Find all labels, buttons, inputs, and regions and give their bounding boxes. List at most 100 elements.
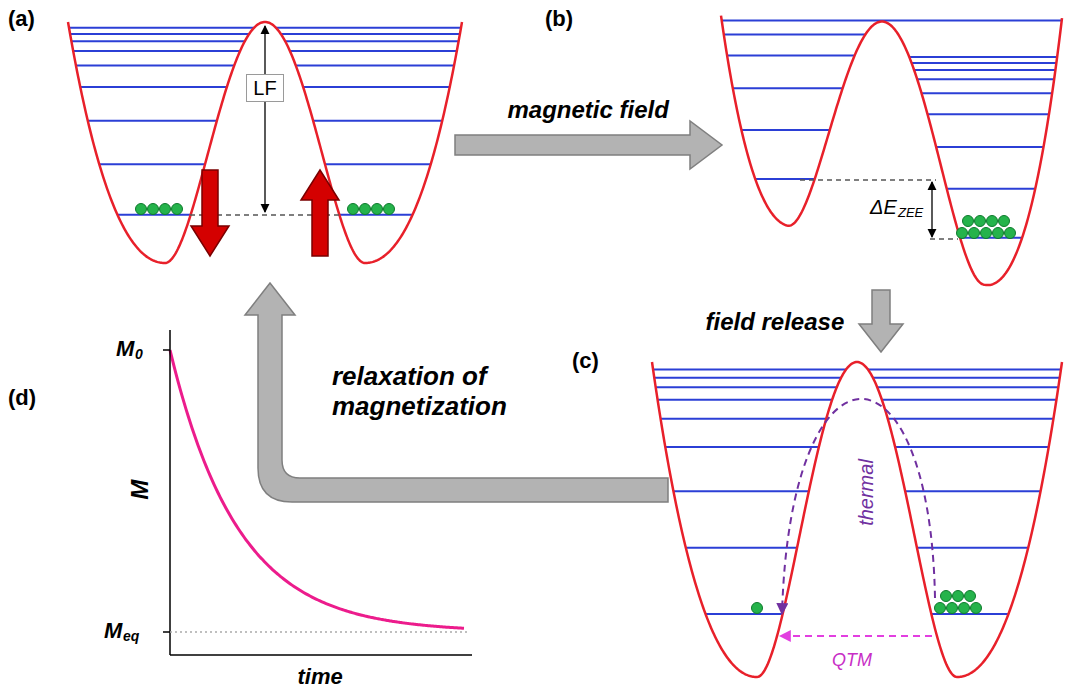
panel-label: (a) (8, 6, 35, 31)
panel-label: (c) (572, 348, 599, 373)
path-label: QTM (832, 650, 872, 671)
energy-level (728, 55, 854, 57)
spin-dot (953, 591, 964, 602)
energy-level (722, 20, 1061, 22)
energy-level (76, 64, 234, 66)
zeeman-arrow (931, 182, 932, 237)
energy-level (878, 386, 1058, 388)
spin-dot (372, 204, 383, 215)
energy-level (314, 120, 442, 122)
barrier-label-box: LF (246, 74, 283, 102)
spin-dot (360, 204, 371, 215)
energy-level (896, 446, 1048, 448)
spin-dot (969, 228, 980, 239)
axis-tick (163, 631, 170, 633)
energy-level (733, 87, 842, 89)
process-label: relaxation of magnetization (332, 362, 594, 422)
energy-level (72, 40, 244, 42)
energy-level (276, 27, 460, 29)
y-axis (169, 330, 171, 655)
zeeman-level-line (930, 238, 958, 239)
energy-level (888, 418, 1053, 420)
spin-dot (752, 603, 763, 614)
energy-level (937, 146, 1043, 148)
spin-dot (963, 216, 974, 227)
potential-curve (68, 22, 462, 263)
spin-dot (987, 216, 998, 227)
process-arrow (245, 283, 668, 502)
zeeman-level-line (800, 179, 936, 180)
energy-level (656, 386, 836, 388)
energy-level (910, 56, 1057, 58)
energy-level (70, 27, 254, 29)
spin-dot (160, 204, 171, 215)
potential-curve (652, 362, 1062, 677)
energy-level (922, 92, 1052, 94)
spin-dot (348, 204, 359, 215)
energy-level (661, 418, 826, 420)
spin-dot (975, 216, 986, 227)
spin-dot (971, 603, 982, 614)
axis-title: M (126, 480, 154, 500)
spin-up-arrow (301, 170, 339, 256)
path-label: thermal (854, 459, 877, 526)
spin-dot (148, 204, 159, 215)
energy-level (868, 369, 1060, 371)
x-axis (170, 654, 472, 656)
equilibrium-line (170, 631, 470, 633)
energy-level (915, 69, 1055, 71)
energy-level (674, 490, 808, 492)
spin-dot (384, 204, 395, 215)
spin-dot (935, 603, 946, 614)
spin-dot (947, 603, 958, 614)
energy-level (655, 377, 841, 379)
energy-level (325, 163, 430, 165)
process-label: field release (706, 308, 845, 336)
energy-level (724, 34, 865, 36)
energy-level (706, 613, 782, 615)
process-arrow (859, 290, 903, 352)
energy-level (290, 50, 456, 52)
energy-level (100, 163, 205, 165)
spin-down-arrow (191, 170, 229, 256)
energy-level (281, 33, 459, 35)
energy-level (686, 547, 797, 549)
energy-level (74, 50, 240, 52)
axis-tick-subscript: 0 (135, 346, 143, 362)
axis-tick-label: M (104, 618, 122, 643)
potential-curve (721, 16, 1062, 286)
barrier-arrow (264, 26, 265, 212)
energy-level (654, 369, 846, 371)
energy-level (882, 399, 1056, 401)
energy-level (296, 64, 454, 66)
energy-level (742, 129, 829, 131)
axis-tick (163, 349, 170, 351)
process-arrow (455, 121, 722, 169)
spin-dot (959, 603, 970, 614)
spin-dot (941, 591, 952, 602)
spin-dot (999, 216, 1010, 227)
energy-level (756, 178, 814, 180)
qtm-path (780, 635, 932, 637)
energy-level (658, 399, 832, 401)
spin-dot (172, 204, 183, 215)
panel-label: (b) (545, 6, 573, 31)
energy-level (928, 113, 1048, 115)
axis-tick-subscript: eq (123, 628, 139, 644)
energy-level (88, 120, 216, 122)
generated-wells (68, 16, 1062, 677)
axis-title: time (298, 664, 343, 689)
panel-label: (d) (8, 385, 36, 410)
thermal-path (782, 399, 935, 614)
energy-level (666, 446, 818, 448)
energy-level (918, 78, 1054, 80)
energy-level (932, 613, 1008, 615)
spin-dot (965, 591, 976, 602)
spin-dot (1005, 228, 1016, 239)
spin-dot (981, 228, 992, 239)
energy-level (947, 188, 1035, 190)
spin-dot (993, 228, 1004, 239)
energy-level (81, 86, 226, 88)
energy-gap-subscript: ZEE (898, 206, 923, 221)
